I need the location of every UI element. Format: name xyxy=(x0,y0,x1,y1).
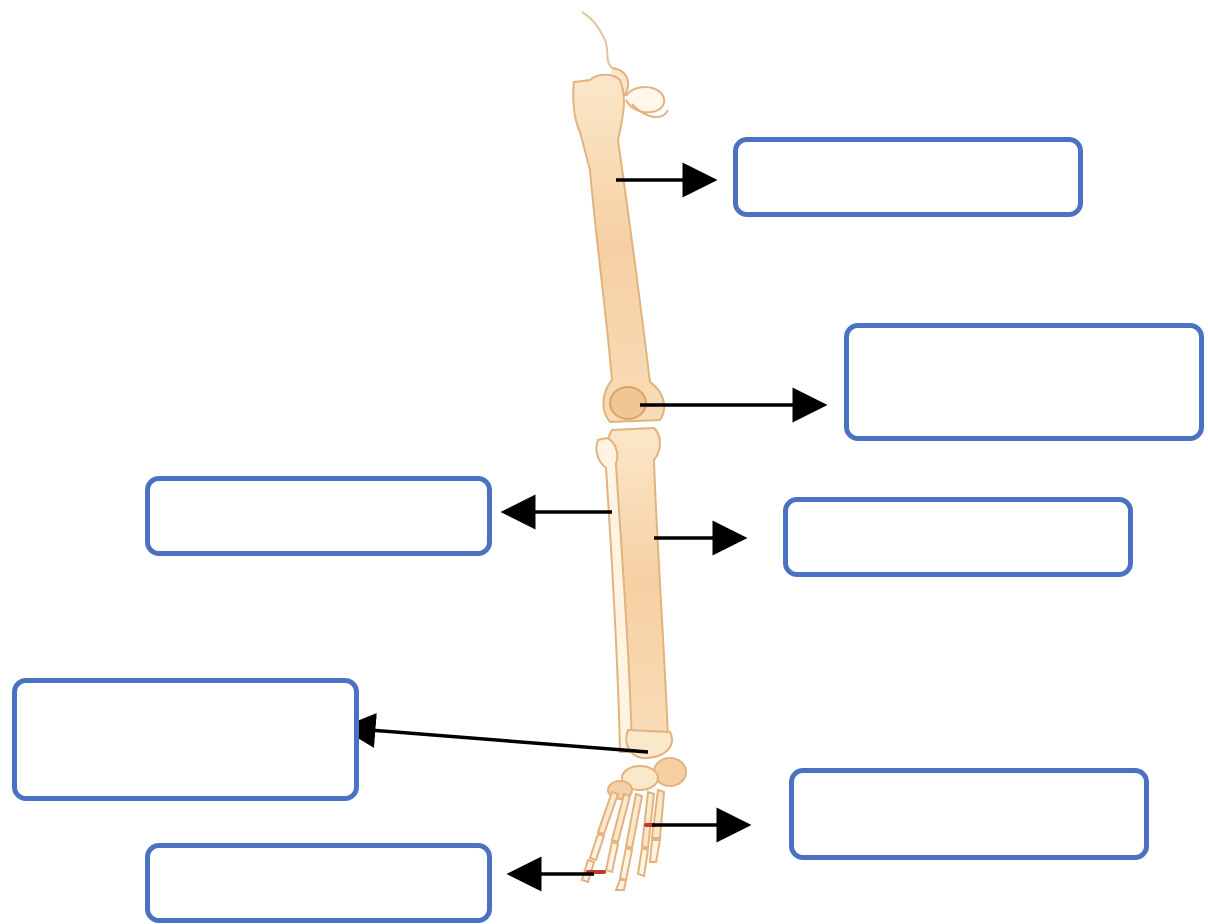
metatarsal-label-box[interactable] xyxy=(789,768,1149,860)
tibia-label-box[interactable] xyxy=(783,497,1133,577)
phalanges-label-box[interactable] xyxy=(145,843,492,923)
fibula-label-box[interactable] xyxy=(145,476,492,556)
patella-bone xyxy=(610,387,646,419)
patella-label-box[interactable] xyxy=(844,323,1204,441)
femur-label-box[interactable] xyxy=(733,137,1083,217)
tarsals-label-box[interactable] xyxy=(12,678,359,801)
femur-bone xyxy=(573,75,664,422)
tarsals-arrow xyxy=(344,728,648,752)
